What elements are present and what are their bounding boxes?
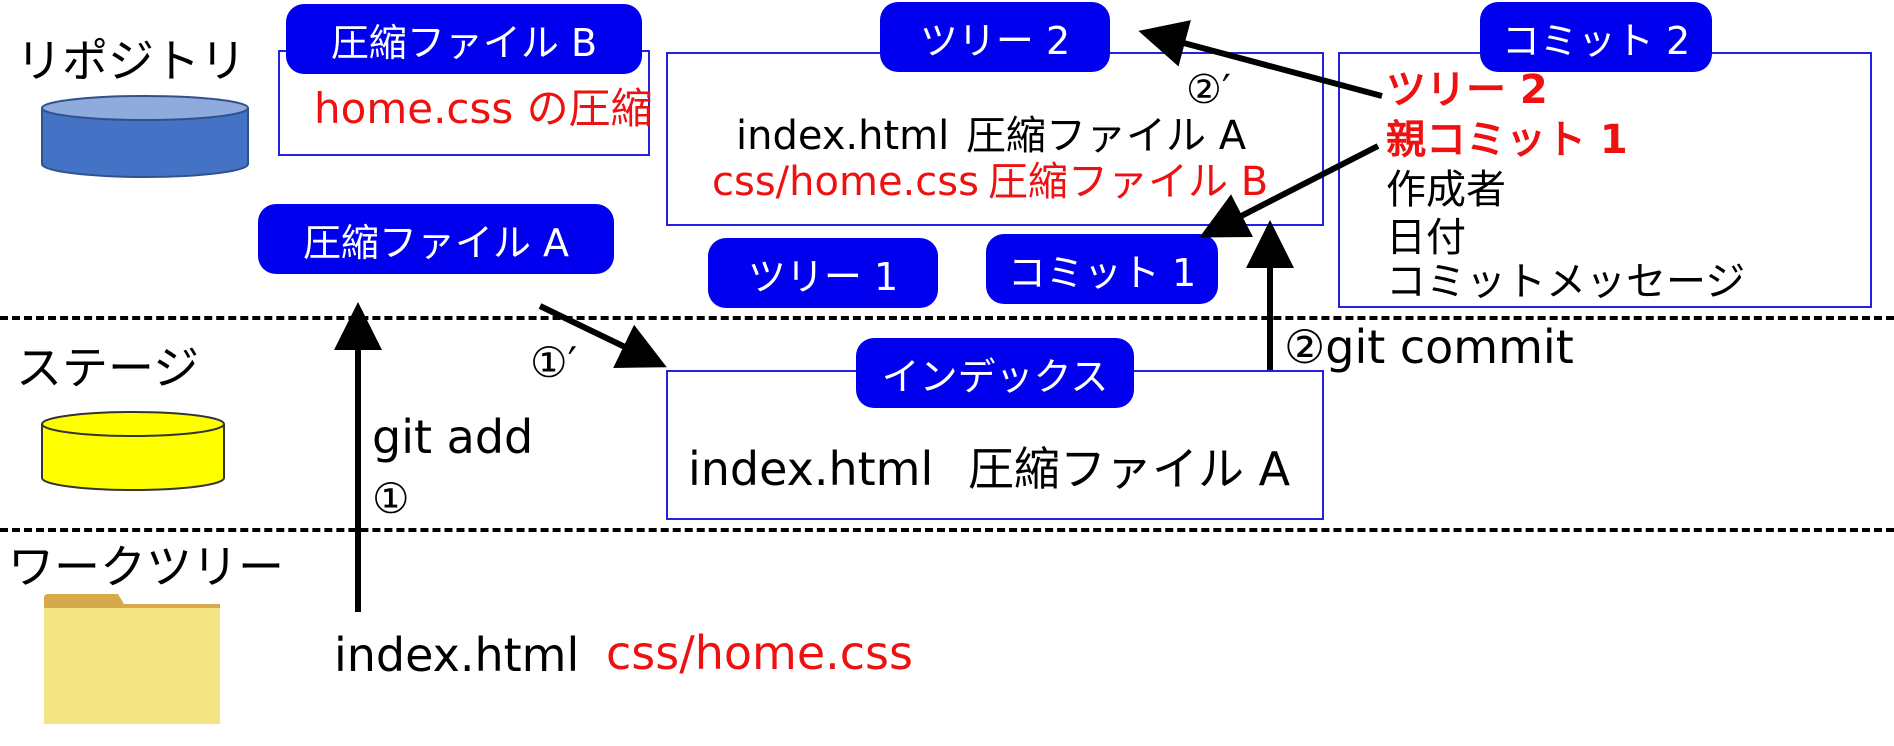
- worktree-label: ワークツリー: [8, 540, 284, 594]
- tree2-row2-name: css/home.css: [712, 159, 979, 205]
- worktree-folder-icon: [44, 594, 220, 724]
- commit2-tree-ref: ツリー 2: [1386, 67, 1548, 113]
- commit2-to-commit1-arrow: [1199, 143, 1380, 238]
- tree2-pill: ツリー 2: [880, 2, 1110, 72]
- step1-prime-arrow: [538, 303, 667, 368]
- compressed-file-a-pill: 圧縮ファイル A: [258, 204, 614, 274]
- commit2-box: [1338, 52, 1872, 308]
- repo-stage-separator: [0, 316, 1894, 320]
- stage-label: ステージ: [16, 341, 200, 395]
- git-add-label: git add: [372, 410, 534, 464]
- tree2-row1-name: index.html: [736, 113, 950, 159]
- commit2-pill: コミット 2: [1480, 2, 1712, 72]
- index-pill: インデックス: [856, 338, 1134, 408]
- commit2-to-tree2-arrow: [1138, 20, 1383, 99]
- step2-prime-label: ②′: [1186, 67, 1231, 113]
- repository-label: リポジトリ: [16, 34, 246, 88]
- index-row-name: index.html: [688, 442, 934, 496]
- tree2-row1-ref: 圧縮ファイル A: [966, 113, 1247, 159]
- step1-label: ①: [372, 474, 410, 523]
- stage-worktree-separator: [0, 528, 1894, 532]
- commit2-message: コミットメッセージ: [1386, 259, 1746, 305]
- stage-cylinder-icon: [41, 411, 225, 491]
- worktree-file-home-css: css/home.css: [606, 626, 913, 680]
- compressed-file-b-content: home.css の圧縮: [314, 84, 653, 133]
- commit2-date: 日付: [1386, 215, 1466, 261]
- compressed-file-b-pill: 圧縮ファイル B: [286, 4, 642, 74]
- worktree-file-index: index.html: [334, 628, 580, 682]
- git-commit-label: ②git commit: [1284, 320, 1574, 374]
- commit1-pill: コミット 1: [986, 234, 1218, 304]
- repository-cylinder-icon: [41, 95, 249, 178]
- step1-prime-label: ①′: [530, 338, 578, 387]
- tree1-pill: ツリー 1: [708, 238, 938, 308]
- index-row-ref: 圧縮ファイル A: [968, 442, 1291, 496]
- commit2-parent-ref: 親コミット 1: [1386, 117, 1628, 163]
- commit2-author: 作成者: [1386, 167, 1506, 213]
